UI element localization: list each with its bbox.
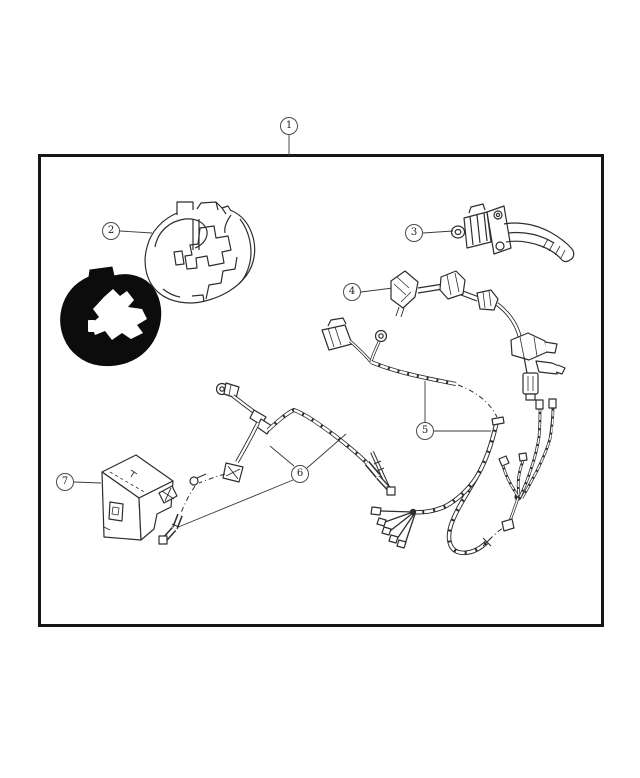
leader-6a (269, 445, 295, 467)
callout-3: 3 (405, 224, 423, 242)
callout-5: 5 (416, 422, 434, 440)
callout-2: 2 (102, 222, 120, 240)
part-6-tube-harness-drawing (158, 382, 396, 545)
callout-6-label: 6 (296, 468, 304, 479)
callout-2-label: 2 (107, 225, 115, 236)
silhouette-cutout (91, 289, 147, 340)
part-4-connector-harness-drawing (390, 270, 566, 401)
leader-4 (360, 287, 394, 293)
callout-6: 6 (291, 465, 309, 483)
callout-4: 4 (343, 283, 361, 301)
part-5-pigtail-harness-drawing (321, 317, 498, 418)
callout-5-label: 5 (421, 425, 429, 436)
leader-3 (422, 230, 454, 234)
callout-7-label: 7 (61, 476, 69, 487)
part-7-module-drawing (101, 454, 178, 541)
kit-frame (38, 154, 604, 627)
callout-1: 1 (280, 117, 298, 135)
callout-7: 7 (56, 473, 74, 491)
part-3-stalk-switch-drawing (450, 203, 575, 263)
silhouette-slot (88, 320, 95, 332)
callout-4-label: 4 (348, 286, 356, 297)
callout-3-label: 3 (410, 227, 418, 238)
part-5-loop-harness-drawing (370, 398, 557, 556)
leader-lines (73, 135, 491, 529)
leader-2 (119, 230, 153, 234)
leader-6c (175, 479, 294, 529)
callout-1-label: 1 (285, 120, 293, 131)
part-2-clockspring-drawing (144, 201, 256, 304)
part-2-clockspring-silhouette (60, 266, 162, 367)
leader-7 (73, 481, 102, 484)
